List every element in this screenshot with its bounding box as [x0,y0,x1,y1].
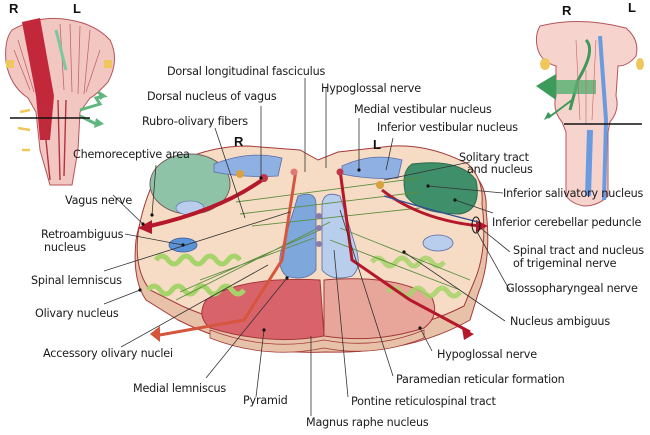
label-spinal-tract-trigeminal-line2: of trigeminal nerve [513,257,617,270]
label-inferior-cerebellar-peduncle: Inferior cerebellar peduncle [492,216,642,229]
label-pyramid: Pyramid [243,394,288,407]
section-left-marker: L [373,137,381,152]
label-magnus-raphe-nucleus: Magnus raphe nucleus [306,416,429,429]
vagus-arrow [138,220,152,234]
label-rubro-olivary-fibers: Rubro-olivary fibers [142,115,248,128]
label-paramedian-reticular-formation: Paramedian reticular formation [396,373,565,386]
label-olivary-nucleus: Olivary nucleus [35,307,119,320]
label-hypoglossal-nerve-top: Hypoglossal nerve [321,82,421,95]
label-solitary-tract-line2: and nucleus [467,163,533,176]
label-hypoglossal-nerve-bottom: Hypoglossal nerve [437,348,537,361]
label-accessory-olivary-nuclei: Accessory olivary nuclei [43,347,173,360]
label-glossopharyngeal-nerve: Glossopharyngeal nerve [506,282,638,295]
label-inferior-salivatory-nucleus: Inferior salivatory nucleus [503,187,644,200]
leader-dots [138,168,457,332]
label-retroambiguus-line1: Retroambiguus [41,228,124,241]
label-nucleus-ambiguus: Nucleus ambiguus [510,315,610,328]
right-inset-right-marker: R [562,3,572,18]
section-right-marker: R [234,134,244,149]
leader-lines [103,78,511,416]
left-inset-right-marker: R [9,1,19,16]
label-vagus-nerve: Vagus nerve [65,194,133,207]
hypoglossal-arrow-left [462,328,474,340]
label-medial-vestibular-nucleus: Medial vestibular nucleus [354,103,492,116]
pyramid-right [201,278,325,341]
label-inferior-vestibular-nucleus: Inferior vestibular nucleus [377,121,518,134]
hypoglossal-arrow-right [150,326,160,342]
right-brainstem-inset [535,21,644,207]
label-retroambiguus-line2: nucleus [44,241,86,254]
left-inset-left-marker: L [73,1,81,16]
label-dorsal-longitudinal-fasciculus: Dorsal longitudinal fasciculus [167,65,326,78]
label-medial-lemniscus: Medial lemniscus [133,382,227,395]
right-inset-left-marker: L [628,0,636,15]
label-spinal-lemniscus: Spinal lemniscus [31,274,122,287]
label-chemoreceptive-area: Chemoreceptive area [73,148,190,161]
label-dorsal-nucleus-of-vagus: Dorsal nucleus of vagus [147,90,277,103]
label-solitary-tract-line1: Solitary tract [459,151,529,164]
label-spinal-tract-trigeminal-line1: Spinal tract and nucleus [513,244,644,257]
label-pontine-reticulospinal-tract: Pontine reticulospinal tract [351,395,496,408]
left-brainstem-inset [5,17,115,186]
medulla-cross-section [134,145,489,353]
